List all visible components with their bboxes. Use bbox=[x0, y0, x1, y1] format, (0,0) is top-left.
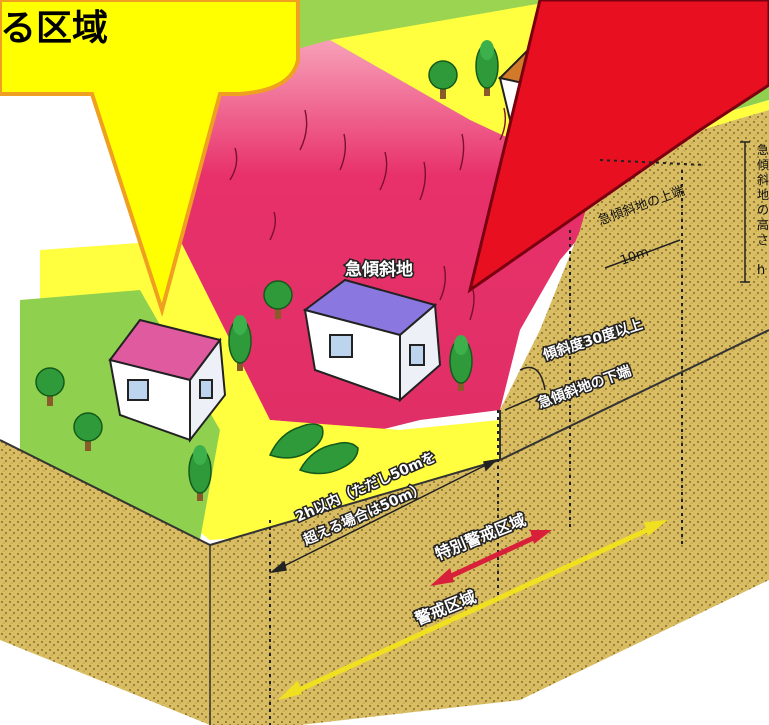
house-icon bbox=[302, 278, 442, 403]
warning-zone-arrow bbox=[278, 520, 668, 700]
red-pointer-arrow bbox=[467, 0, 769, 294]
label-height-h: h bbox=[757, 263, 765, 278]
height-char: 傾 bbox=[757, 158, 769, 172]
height-char: 急 bbox=[757, 142, 769, 157]
guide-lines bbox=[269, 159, 706, 725]
height-char: さ bbox=[757, 233, 769, 247]
house-icon bbox=[108, 318, 227, 443]
callout-bubble: る区域 bbox=[0, 0, 300, 318]
height-char: 斜 bbox=[757, 173, 769, 187]
shrub-icon bbox=[268, 423, 359, 475]
slope-cracks bbox=[229, 107, 507, 321]
label-height-vertical: 急 傾 斜 地 の 高 さ bbox=[757, 142, 769, 247]
height-char: 地 bbox=[757, 188, 769, 202]
callout-text: る区域 bbox=[0, 8, 108, 49]
label-steep-land: 急傾斜地 bbox=[345, 259, 413, 280]
special-zone-arrow bbox=[430, 530, 552, 586]
height-char: の bbox=[757, 203, 769, 217]
measure-lines bbox=[269, 141, 750, 574]
soil-front-left bbox=[0, 440, 210, 725]
soil-front bbox=[210, 360, 769, 725]
soil-cliff bbox=[500, 110, 769, 460]
height-char: 高 bbox=[757, 217, 769, 232]
soil-block bbox=[0, 110, 769, 725]
